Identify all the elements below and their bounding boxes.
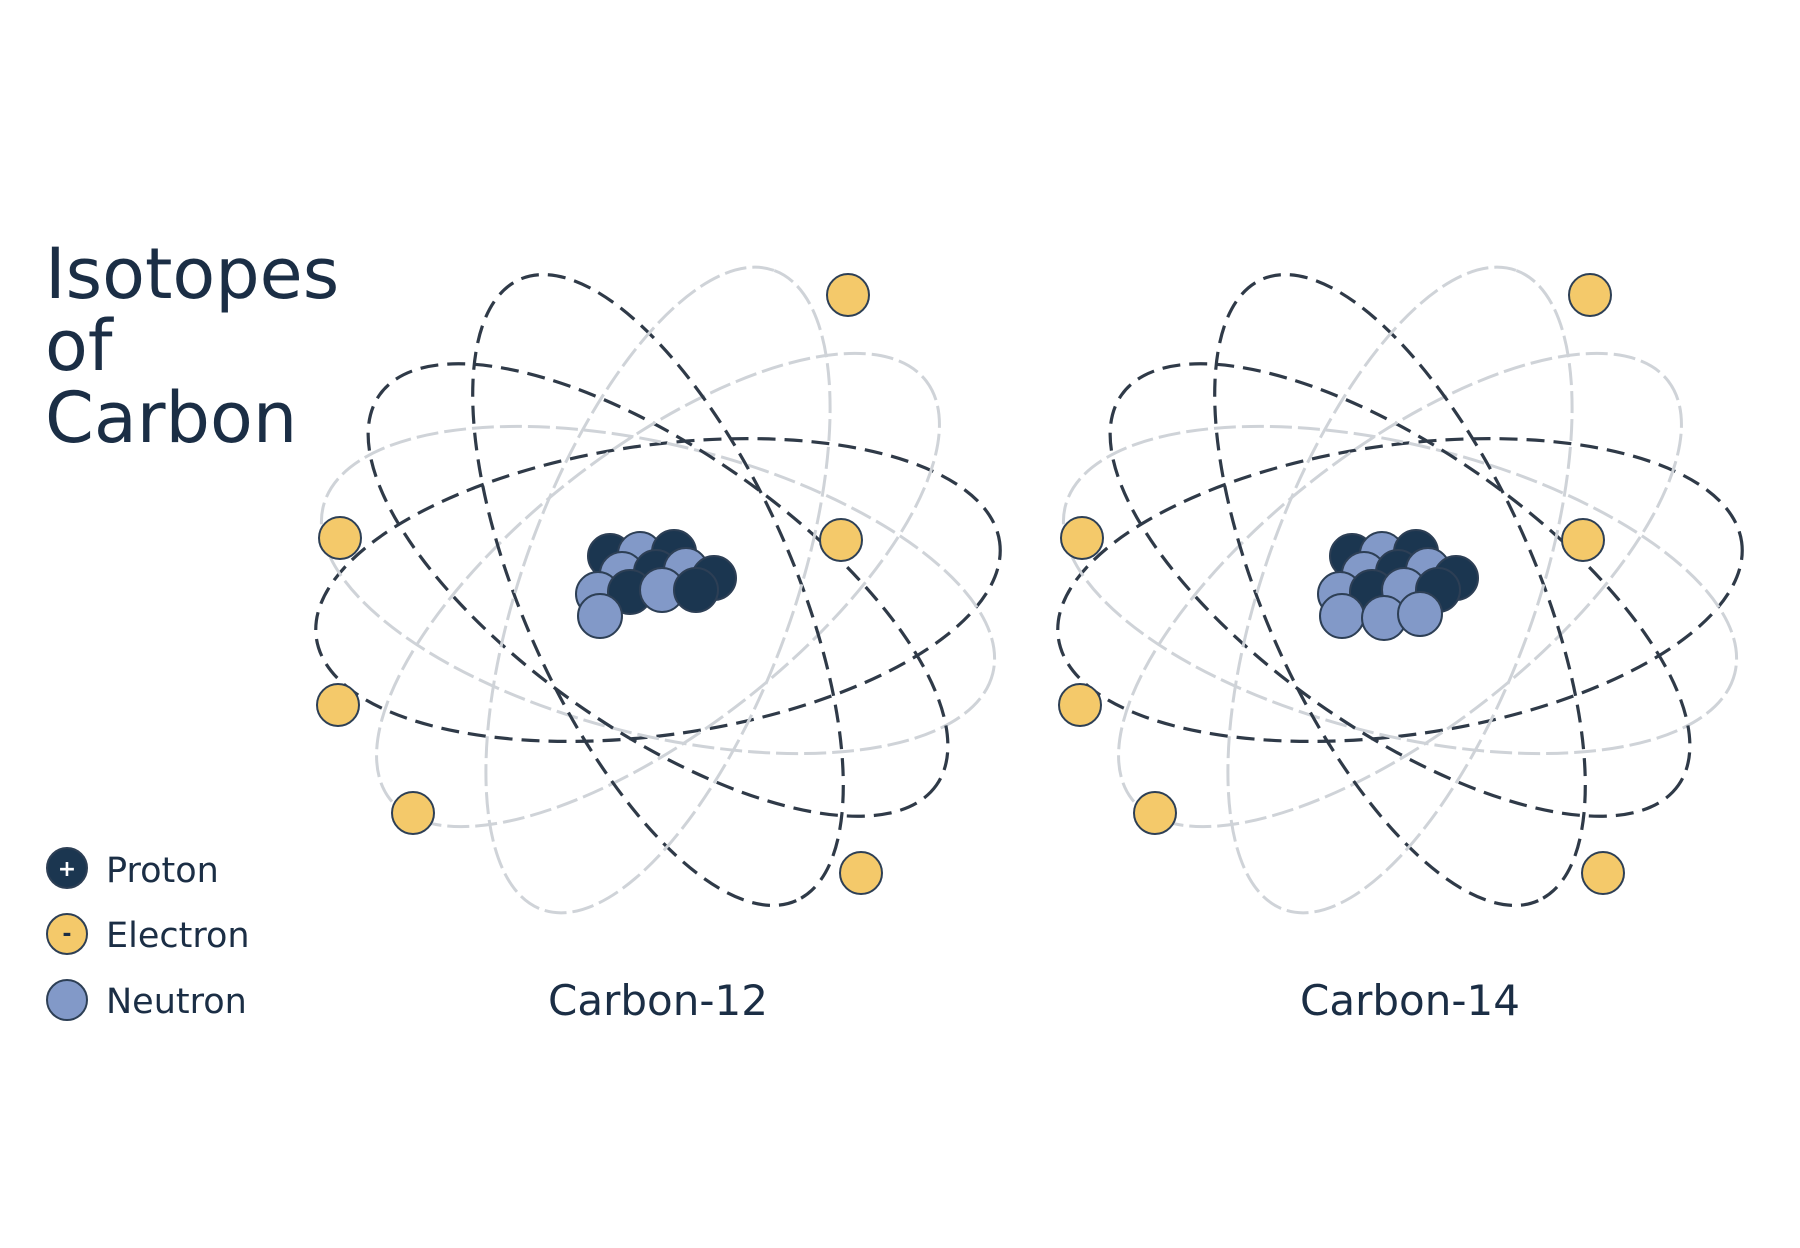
proton-symbol: + — [58, 857, 76, 882]
orbit-path — [319, 424, 997, 756]
orbit-path — [314, 436, 1002, 744]
electron — [316, 683, 360, 727]
atom-carbon-12: Carbon-12 — [314, 265, 1002, 1025]
title-line-2: of — [45, 305, 114, 387]
orbit-path — [484, 265, 832, 915]
electron — [1561, 518, 1605, 562]
orbit-path — [1226, 265, 1574, 915]
electron — [391, 791, 435, 835]
proton — [673, 567, 719, 613]
electron — [1133, 791, 1177, 835]
proton-swatch-icon — [46, 847, 88, 889]
neutron-swatch-icon — [46, 979, 88, 1021]
electrons — [316, 273, 883, 895]
electron — [819, 518, 863, 562]
electron — [1581, 851, 1625, 895]
neutron — [577, 593, 623, 639]
neutron — [1397, 591, 1443, 637]
orbit-path — [471, 272, 845, 908]
atom-label-carbon-12: Carbon-12 — [548, 976, 768, 1025]
electron-orbits — [1056, 265, 1744, 915]
title-line-3: Carbon — [45, 377, 297, 459]
electron — [1568, 273, 1612, 317]
orbit-path — [375, 351, 941, 829]
orbit-path — [1213, 272, 1587, 908]
electron-symbol: - — [62, 922, 71, 947]
electron — [1060, 516, 1104, 560]
atom-carbon-14: Carbon-14 — [1056, 265, 1744, 1025]
legend-label-proton: Proton — [106, 851, 219, 891]
electrons — [1058, 273, 1625, 895]
nucleus — [575, 529, 737, 639]
legend-item-proton: + Proton — [46, 847, 219, 891]
page-title: Isotopes of Carbon — [45, 233, 339, 459]
nucleus — [1317, 529, 1479, 641]
orbit-path — [1117, 351, 1683, 829]
electron — [839, 851, 883, 895]
electron — [318, 516, 362, 560]
orbit-path — [1061, 424, 1739, 756]
legend-label-neutron: Neutron — [106, 982, 247, 1022]
orbit-path — [366, 362, 950, 818]
atom-label-carbon-14: Carbon-14 — [1300, 976, 1520, 1025]
legend-item-electron: - Electron — [46, 913, 250, 956]
legend-label-electron: Electron — [106, 916, 250, 956]
orbit-path — [1056, 436, 1744, 744]
title-line-1: Isotopes — [45, 233, 339, 315]
legend: + Proton - Electron Neutron — [46, 847, 250, 1022]
electron-swatch-icon — [46, 913, 88, 955]
electron — [826, 273, 870, 317]
electron-orbits — [314, 265, 1002, 915]
neutron — [1319, 593, 1365, 639]
legend-item-neutron: Neutron — [46, 979, 247, 1022]
electron — [1058, 683, 1102, 727]
orbit-path — [1108, 362, 1692, 818]
